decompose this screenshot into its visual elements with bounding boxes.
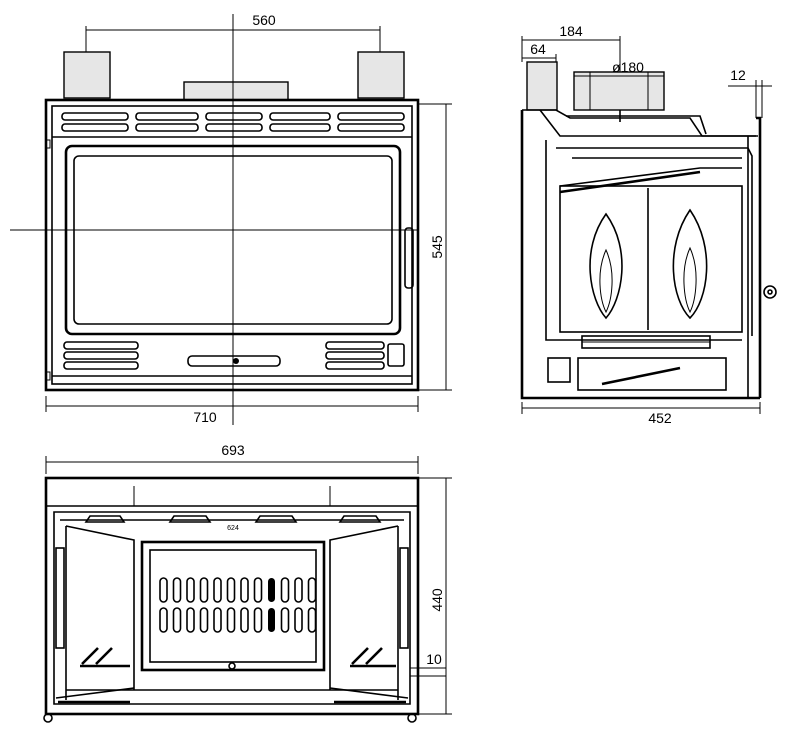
- side-firebox: [559, 185, 743, 333]
- dim-front-height: 545: [429, 235, 445, 259]
- grate-slot: [172, 607, 182, 633]
- grate-slot: [280, 607, 290, 633]
- dim-plan-width: 693: [221, 442, 245, 458]
- plan-inner-frame: [53, 511, 411, 705]
- grate-slot: [186, 607, 195, 633]
- plan-body-outline: [44, 476, 420, 716]
- front-right-flue-collar: [357, 51, 405, 99]
- dim-side-flue: ø180: [612, 59, 644, 75]
- side-door-profile: [756, 116, 762, 398]
- dim-side-offset: 64: [530, 41, 546, 57]
- grate-slot: [294, 607, 303, 633]
- front-door-handle: [404, 227, 414, 289]
- grate-slot: [240, 577, 249, 603]
- front-body-outline: [44, 98, 420, 392]
- side-ash-pan: [577, 357, 727, 391]
- side-view: 184 64 ø180 12 452: [520, 23, 777, 426]
- grate-slot: [294, 577, 303, 603]
- dim-plan-edge: 10: [426, 651, 442, 667]
- dim-side-depth-top: 184: [559, 23, 583, 39]
- front-left-flue-collar: [63, 51, 111, 99]
- dim-side-edge: 12: [730, 67, 746, 83]
- dim-side-depth: 452: [648, 410, 672, 426]
- side-body-outline: [520, 110, 760, 400]
- side-flame-right: [672, 208, 708, 320]
- dim-front-bottom-width: 710: [193, 409, 217, 425]
- front-right-grille: [325, 341, 405, 370]
- grate-slot: [253, 607, 263, 633]
- plan-grate-slots: [159, 577, 317, 633]
- grate-slot: [226, 577, 236, 603]
- grate-slot: [213, 607, 222, 633]
- grate-slot: [268, 608, 275, 632]
- side-door-handle: [763, 285, 777, 299]
- grate-slot: [226, 607, 236, 633]
- grate-slot: [186, 577, 195, 603]
- grate-slot: [172, 577, 182, 603]
- grate-slot: [159, 577, 168, 603]
- grate-slot: [280, 577, 290, 603]
- grate-slot: [268, 578, 275, 602]
- plan-right-log-holder: [350, 647, 396, 668]
- side-flame-left: [589, 212, 623, 320]
- front-air-knob: [233, 358, 239, 364]
- plan-left-log-holder: [80, 647, 130, 668]
- front-view: 560 545 710: [10, 12, 452, 425]
- plan-grate-frame: [140, 540, 326, 672]
- grate-slot: [253, 577, 263, 603]
- grate-slot: [159, 607, 168, 633]
- side-rear-collar: [526, 61, 558, 111]
- dim-plan-inner: 624: [227, 525, 239, 532]
- dim-plan-depth: 440: [429, 588, 445, 612]
- grate-slot: [199, 607, 209, 633]
- front-left-grille: [63, 341, 139, 370]
- plan-view: 693 624: [43, 442, 452, 723]
- front-center-collar: [183, 81, 289, 101]
- grate-slot: [240, 607, 249, 633]
- grate-slot: [307, 577, 317, 603]
- grate-slot: [213, 577, 222, 603]
- grate-slot: [307, 607, 317, 633]
- dim-front-top-width: 560: [252, 12, 276, 28]
- front-frame: [51, 105, 413, 385]
- front-top-vents: [61, 112, 405, 132]
- grate-slot: [199, 577, 209, 603]
- plan-top-brackets: [84, 515, 382, 523]
- side-flue-collar: [573, 71, 665, 111]
